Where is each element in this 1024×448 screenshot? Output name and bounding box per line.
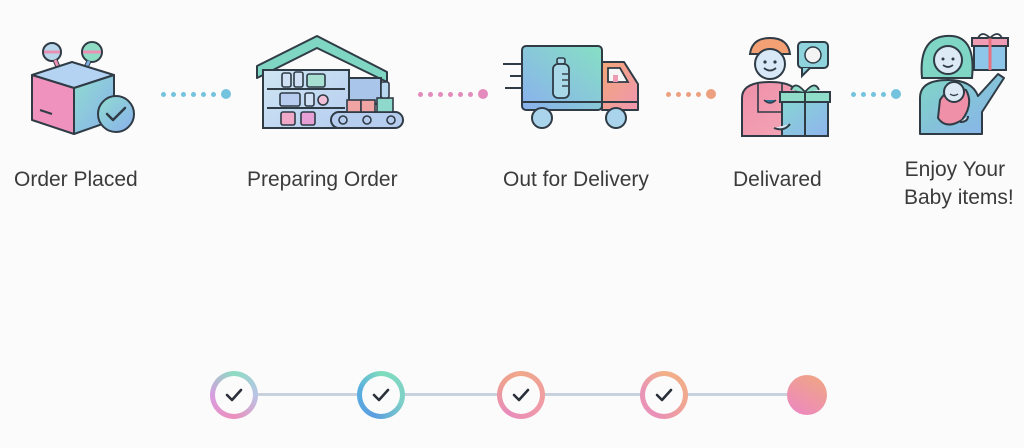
connector-dot <box>181 91 186 97</box>
connector-dots-3 <box>666 88 716 100</box>
connector-dot <box>686 91 691 97</box>
step-label-enjoy-line1: Enjoy Your <box>904 158 1006 181</box>
connector-dot <box>418 91 423 97</box>
check-icon <box>372 388 390 402</box>
connector-dot <box>696 91 701 97</box>
check-icon <box>655 388 673 402</box>
connector-dot <box>458 91 463 97</box>
progress-node-3 <box>497 371 545 419</box>
connector-dot <box>171 91 176 97</box>
step-label-out-for-delivery: Out for Delivery <box>503 168 649 191</box>
order-placed-icon <box>22 30 142 140</box>
connector-dot-end <box>221 89 231 99</box>
connector-dot-end <box>891 89 901 99</box>
connector-dot <box>211 91 216 97</box>
connector-dot <box>201 91 206 97</box>
connector-dot <box>851 91 856 97</box>
connector-dots-4 <box>851 88 901 100</box>
step-label-enjoy: Enjoy Your Baby items! <box>896 156 1014 212</box>
check-icon <box>225 388 243 402</box>
connector-dot <box>428 91 433 97</box>
progress-node-5-current <box>787 375 827 415</box>
step-label-order-placed: Order Placed <box>14 168 138 191</box>
connector-dot <box>438 91 443 97</box>
connector-dot <box>666 91 671 97</box>
connector-dot <box>881 91 886 97</box>
step-label-enjoy-line2: Baby items! <box>904 186 1014 209</box>
connector-dot <box>861 91 866 97</box>
connector-dot <box>161 91 166 97</box>
connector-dot <box>191 91 196 97</box>
connector-dot <box>676 91 681 97</box>
connector-dot <box>448 91 453 97</box>
connector-dots-1 <box>161 88 231 100</box>
enjoy-baby-items-icon <box>916 30 1016 136</box>
connector-dot-end <box>478 89 488 99</box>
out-for-delivery-icon <box>500 42 650 132</box>
progress-node-1 <box>210 371 258 419</box>
check-icon <box>512 388 530 402</box>
preparing-order-icon <box>255 32 405 132</box>
connector-dot-end <box>706 89 716 99</box>
delivered-icon <box>736 32 836 140</box>
connector-dot <box>871 91 876 97</box>
progress-node-4 <box>640 371 688 419</box>
connector-dots-2 <box>418 88 488 100</box>
step-label-preparing-order: Preparing Order <box>247 168 398 191</box>
progress-node-2 <box>357 371 405 419</box>
step-label-delivered: Delivared <box>733 168 822 191</box>
connector-dot <box>468 91 473 97</box>
